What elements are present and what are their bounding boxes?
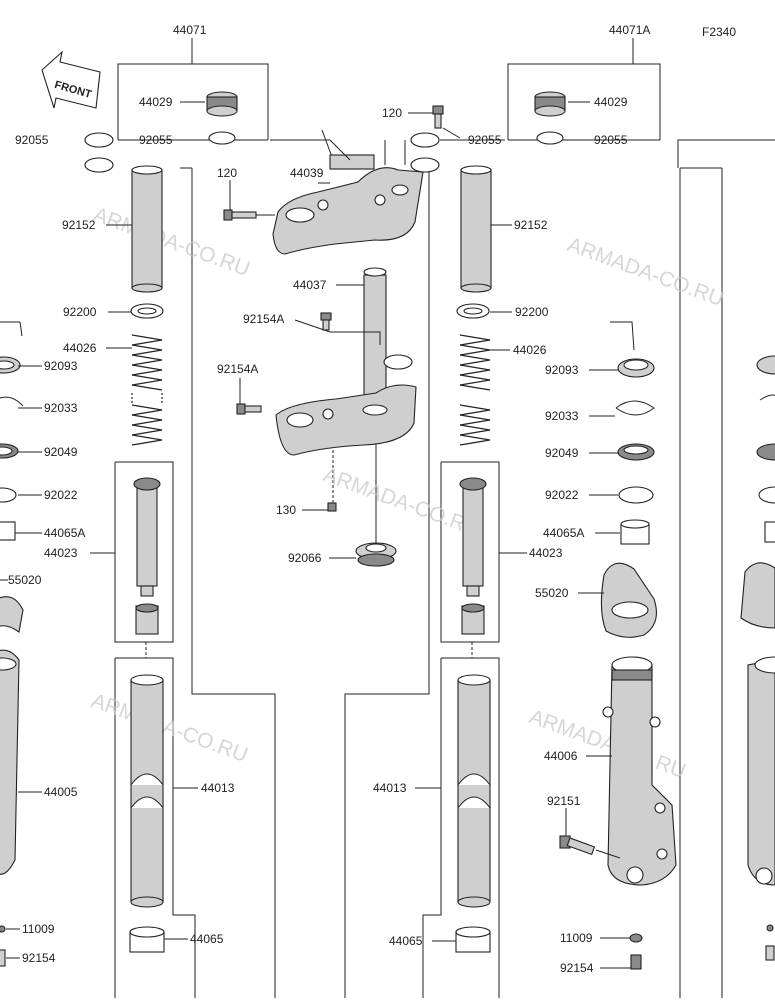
part-label: 92033: [545, 409, 579, 423]
right-spring: [459, 334, 491, 446]
part-label: 120: [382, 106, 402, 120]
part-label: 44071A: [609, 23, 650, 37]
part-label: 92093: [545, 363, 579, 377]
part-label: 44013: [373, 781, 407, 795]
part-label: 92022: [44, 488, 78, 502]
part-label: 92152: [514, 218, 548, 232]
part-label: 92055: [139, 133, 173, 147]
part-label: 92066: [288, 551, 322, 565]
left-spring: [131, 334, 163, 446]
part-label: 44065: [389, 934, 423, 948]
part-label: 92055: [15, 133, 49, 147]
part-label: 44026: [513, 343, 547, 357]
leader-lines: [0, 101, 635, 969]
part-label: 92022: [545, 488, 579, 502]
right-fork-parts: [410, 91, 775, 970]
part-label: 44039: [290, 166, 324, 180]
part-label: 44071: [173, 23, 207, 37]
part-label: 44029: [594, 95, 628, 109]
part-label: 92033: [44, 401, 78, 415]
watermark: ARMADA-CO.RU: [88, 689, 250, 767]
part-label: 44026: [63, 341, 97, 355]
part-label: 92152: [62, 218, 96, 232]
part-label: 92154A: [243, 312, 284, 326]
watermark: ARMADA-CO.RU: [564, 233, 726, 311]
part-label: 11009: [22, 922, 55, 936]
part-label: 130: [276, 503, 296, 517]
part-label: 92154: [560, 961, 594, 975]
part-label: 92093: [44, 359, 78, 373]
part-label: 44013: [201, 781, 235, 795]
part-label: 44005: [44, 785, 78, 799]
part-label: 55020: [8, 573, 42, 587]
front-arrow: FRONT: [41, 50, 101, 109]
part-label: 44029: [139, 95, 173, 109]
part-label: 44006: [544, 749, 578, 763]
part-labels: 44071 44071A 44029 44029 120 92055 92055…: [8, 23, 650, 975]
watermark: ARMADA-CO.RU: [320, 463, 482, 541]
part-label: 92154A: [217, 362, 258, 376]
part-label: 92055: [468, 133, 502, 147]
left-fork-parts: [0, 91, 238, 967]
center-parts: [223, 105, 444, 567]
part-label: 92200: [63, 305, 97, 319]
part-label: 44023: [529, 546, 563, 560]
part-label: 92200: [515, 305, 549, 319]
part-label: 44037: [293, 278, 327, 292]
part-label: 44065A: [44, 526, 85, 540]
part-label: 120: [217, 166, 237, 180]
part-label: 55020: [535, 586, 569, 600]
part-label: 44065: [190, 932, 224, 946]
part-label: 44065A: [543, 526, 584, 540]
part-label: 44023: [44, 546, 78, 560]
assembly-frames: [114, 38, 775, 998]
part-label: 92049: [44, 445, 78, 459]
part-label: 92151: [547, 794, 581, 808]
part-label: 92055: [594, 133, 628, 147]
diagram-code: F2340: [702, 25, 736, 39]
part-label: 11009: [560, 931, 593, 945]
part-label: 92154: [22, 951, 56, 965]
part-label: 92049: [545, 446, 579, 460]
